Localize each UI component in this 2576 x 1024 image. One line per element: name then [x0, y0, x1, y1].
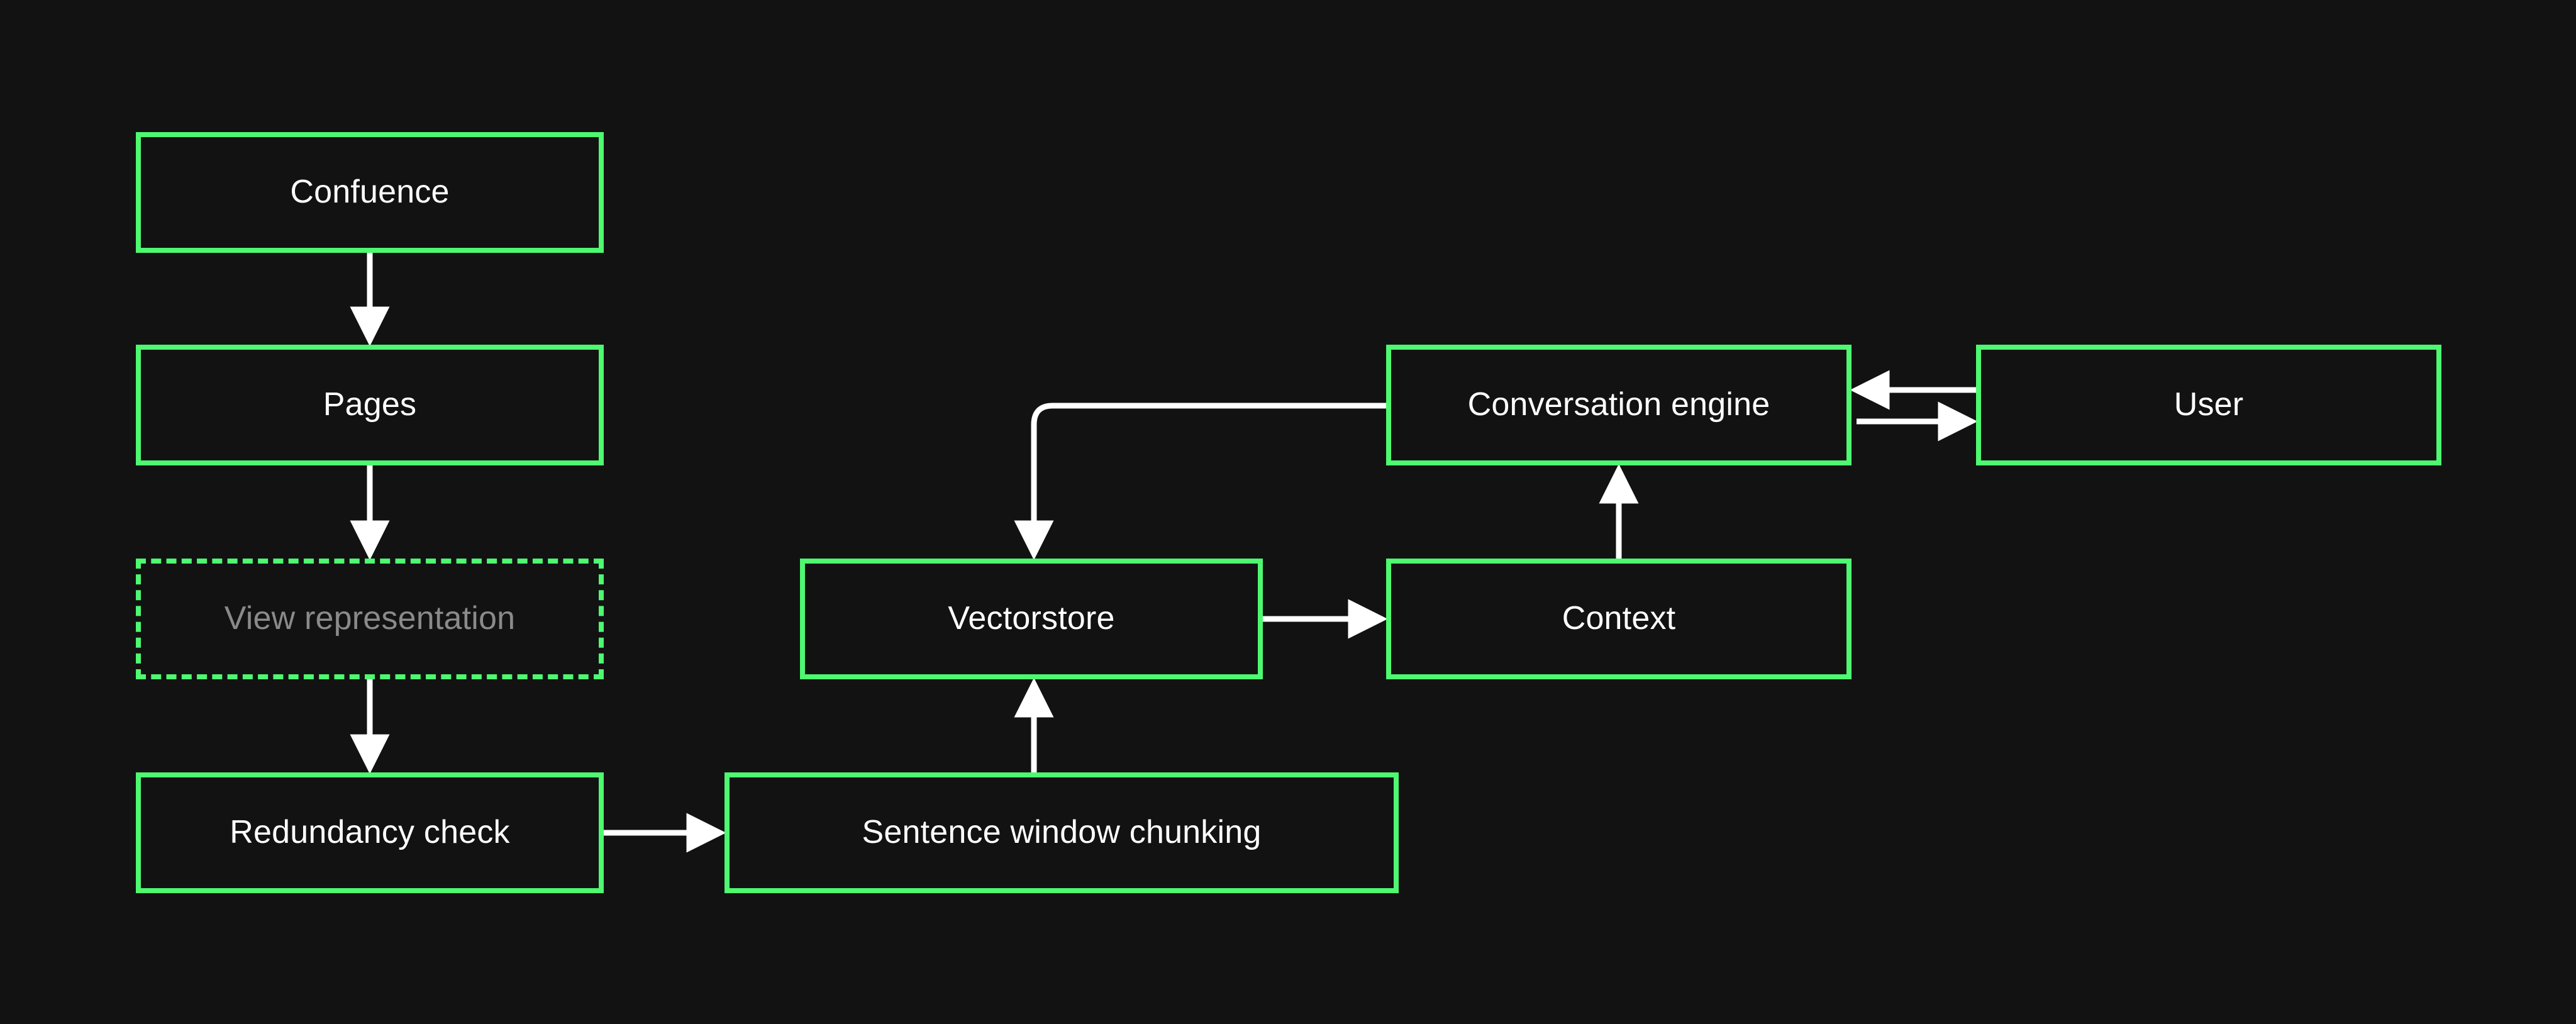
node-user[interactable]: User	[1976, 345, 2441, 465]
node-context[interactable]: Context	[1386, 559, 1852, 679]
node-vectorstore-label: Vectorstore	[948, 600, 1115, 637]
node-pages-label: Pages	[323, 386, 417, 423]
edge-conversation-engine-to-vectorstore	[1014, 403, 1386, 560]
node-redundancy-check-label: Redundancy check	[230, 814, 510, 851]
node-conversation-engine[interactable]: Conversation engine	[1386, 345, 1852, 465]
node-context-label: Context	[1562, 600, 1676, 637]
node-sentence-window-chunking-label: Sentence window chunking	[862, 814, 1262, 851]
node-confluence-label: Confuence	[290, 174, 450, 211]
node-conversation-engine-label: Conversation engine	[1467, 386, 1770, 423]
node-confluence[interactable]: Confuence	[136, 132, 604, 253]
node-user-label: User	[2174, 386, 2244, 423]
node-vectorstore[interactable]: Vectorstore	[800, 559, 1263, 679]
node-sentence-window-chunking[interactable]: Sentence window chunking	[724, 772, 1399, 893]
node-view-representation[interactable]: View representation	[136, 559, 604, 679]
node-view-representation-label: View representation	[224, 600, 516, 637]
node-pages[interactable]: Pages	[136, 345, 604, 465]
node-redundancy-check[interactable]: Redundancy check	[136, 772, 604, 893]
